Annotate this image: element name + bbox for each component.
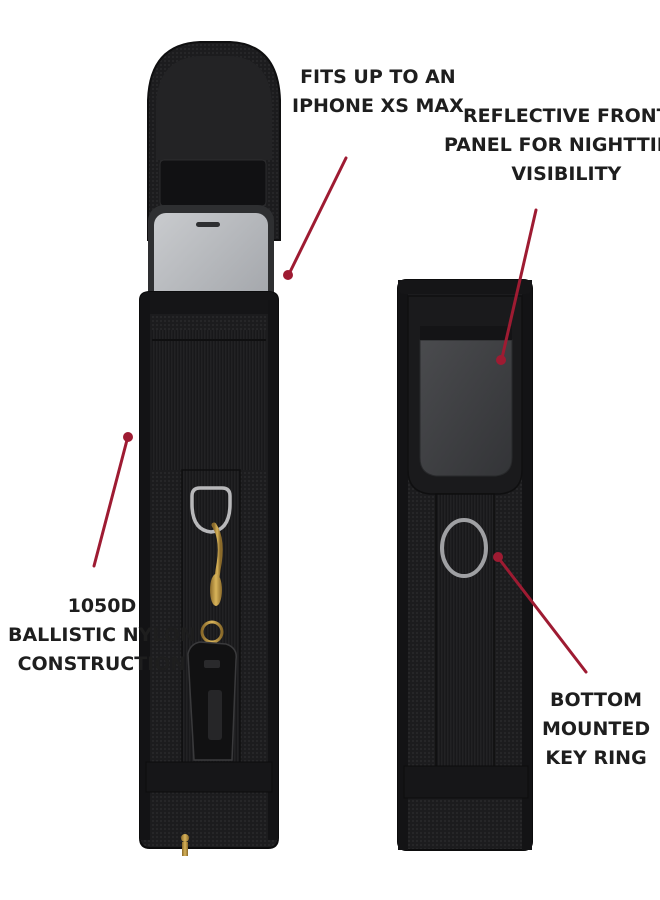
caption-key-ring: BOTTOM MOUNTED KEY RING: [542, 686, 650, 773]
caption-line: FITS UP TO AN: [300, 66, 456, 88]
callout-nylon: [92, 432, 133, 568]
caption-fits-iphone: FITS UP TO AN IPHONE XS MAX: [292, 63, 464, 121]
caption-line: 1050D: [67, 595, 137, 617]
caption-line: VISIBILITY: [511, 163, 622, 185]
caption-line: REFLECTIVE FRONT: [463, 105, 660, 127]
right-pouch: [397, 279, 533, 851]
callout-reflective: [496, 208, 538, 365]
caption-line: CONSTRUCTION: [17, 653, 187, 675]
caption-line: MOUNTED: [542, 718, 651, 740]
caption-line: KEY RING: [545, 747, 647, 769]
caption-line: BALLISTIC NYLON: [8, 624, 196, 646]
caption-reflective-panel: REFLECTIVE FRONT PANEL FOR NIGHTTIME VIS…: [444, 102, 660, 189]
left-pouch: [139, 41, 281, 856]
caption-line: PANEL FOR NIGHTTIME: [444, 134, 660, 156]
caption-line: IPHONE XS MAX: [292, 95, 464, 117]
caption-line: BOTTOM: [550, 689, 643, 711]
callout-keyring: [493, 552, 588, 674]
caption-ballistic-nylon: 1050D BALLISTIC NYLON CONSTRUCTION: [8, 592, 196, 679]
callout-fits: [283, 156, 348, 280]
